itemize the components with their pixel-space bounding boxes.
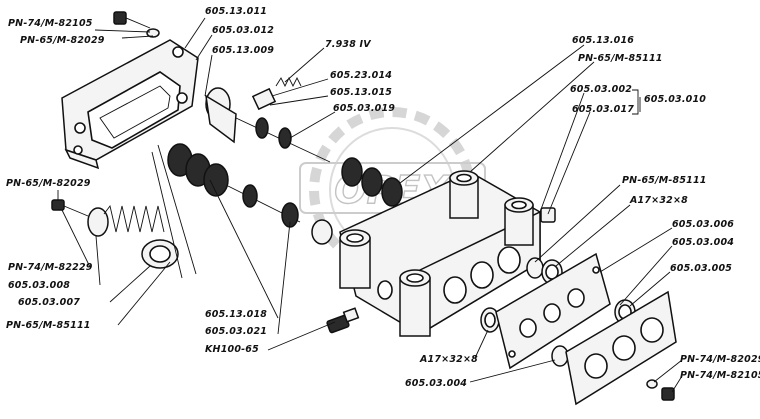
- label-pn-74-m-82229: PN-74/M-82229: [8, 262, 93, 273]
- bolt-part-bottom: [646, 379, 675, 401]
- label-605-03-021: 605.03.021: [205, 326, 267, 337]
- upper-spool-part: [205, 87, 403, 207]
- label-pn-65-m-82029: PN-65/M-82029: [20, 35, 105, 46]
- label-605-13-018: 605.13.018: [205, 309, 267, 320]
- label-605-03-002: 605.03.002: [570, 84, 632, 95]
- bolt-part-top: [113, 11, 160, 38]
- small-spring-part: [251, 76, 302, 111]
- label-pn-65-m-82029-left: PN-65/M-82029: [6, 178, 91, 189]
- label-605-03-006: 605.03.006: [672, 219, 734, 230]
- label-7-938-iv: 7.938 IV: [325, 39, 371, 50]
- label-pn-65-m-85111-right: PN-65/M-85111: [622, 175, 707, 186]
- label-605-13-016: 605.13.016: [572, 35, 634, 46]
- part-labels: PN-74/M-82105 PN-65/M-82029 605.13.011 6…: [6, 6, 760, 389]
- label-605-13-011: 605.13.011: [205, 6, 267, 17]
- valve-body-part: [339, 170, 541, 337]
- label-605-03-012: 605.03.012: [212, 25, 274, 36]
- fitting-part: [326, 307, 360, 334]
- label-a17-32-8-bottom: A17×32×8: [419, 354, 478, 365]
- plug-part: [540, 207, 556, 223]
- label-kh100-65: KH100-65: [205, 344, 259, 355]
- spring-assembly-part: [51, 199, 179, 269]
- label-pn-74-m-82105-bottom: PN-74/M-82105: [680, 370, 760, 381]
- label-605-03-007: 605.03.007: [18, 297, 80, 308]
- label-pn-74-m-82105: PN-74/M-82105: [8, 18, 93, 29]
- label-605-03-004-right: 605.03.004: [672, 237, 734, 248]
- leader-lines: [57, 17, 683, 393]
- label-605-03-004-bottom: 605.03.004: [405, 378, 467, 389]
- label-605-13-009: 605.13.009: [212, 45, 274, 56]
- label-605-03-005: 605.03.005: [670, 263, 732, 274]
- label-a17-32-8-right: A17×32×8: [629, 195, 688, 206]
- label-605-03-019: 605.03.019: [333, 103, 395, 114]
- label-pn-65-m-85111-left: PN-65/M-85111: [6, 320, 91, 331]
- lower-spool-part: [167, 143, 333, 245]
- label-605-03-010: 605.03.010: [644, 94, 706, 105]
- label-605-03-008: 605.03.008: [8, 280, 70, 291]
- label-605-23-014: 605.23.014: [330, 70, 392, 81]
- label-605-03-017: 605.03.017: [572, 104, 634, 115]
- label-pn-65-m-85111-top: PN-65/M-85111: [578, 53, 663, 64]
- cover-plate-part: [61, 39, 199, 170]
- gasket-plate-part: [495, 252, 611, 370]
- label-605-13-015: 605.13.015: [330, 87, 392, 98]
- end-cover-part: [565, 290, 677, 406]
- label-pn-74-m-82029: PN-74/M-82029: [680, 354, 760, 365]
